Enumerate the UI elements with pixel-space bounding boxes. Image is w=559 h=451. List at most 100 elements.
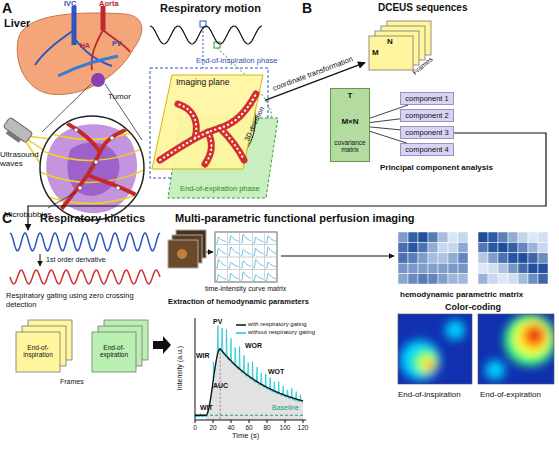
parametric-cell [448, 274, 458, 284]
parametric-cell [428, 242, 438, 252]
node-text: N [387, 37, 393, 46]
text-label: Respiratory motion [160, 2, 261, 15]
parametric-cell [508, 242, 518, 252]
mini-curve [253, 237, 263, 243]
mini-curve [216, 275, 226, 281]
mini-curve [241, 250, 251, 256]
ungated-curve [195, 326, 303, 417]
text-label: WIT [200, 404, 213, 412]
process-box: component 4 [400, 143, 454, 156]
matrix-cell [265, 232, 277, 245]
frame-stack: End-of-expiration [88, 318, 150, 376]
parametric-cell [448, 263, 458, 273]
text-label: 1st order derivative [46, 256, 106, 264]
parametric-cell [448, 242, 458, 252]
node-text: component 1 [401, 95, 453, 104]
text-label: 60 [241, 424, 257, 431]
matrix-cell [252, 245, 264, 258]
mini-curve [266, 236, 276, 243]
parametric-cell [398, 253, 408, 263]
matrix-cell [240, 270, 252, 283]
process-box: component 2 [400, 109, 454, 122]
curve-matrix [215, 232, 277, 282]
parametric-cell [428, 274, 438, 284]
mini-curve [266, 262, 276, 268]
mini-curve [228, 262, 238, 268]
zoom-circle [40, 116, 144, 220]
parametric-cell [488, 274, 498, 284]
mini-curve [228, 273, 238, 280]
parametric-cell [488, 263, 498, 273]
matrix-cell [215, 245, 227, 258]
text-label: 20 [205, 424, 221, 431]
legend-sample [236, 322, 246, 328]
mini-curve [253, 275, 263, 281]
text-label: Baseline [272, 404, 299, 412]
parametric-cell [458, 263, 468, 273]
matrix-cell [240, 232, 252, 245]
parametric-cell [488, 242, 498, 252]
legend-text: with respiratory gating [248, 321, 307, 328]
text-label: Color-coding [445, 302, 501, 312]
parametric-cell [538, 253, 548, 263]
matrix-cell [252, 232, 264, 245]
node-text: M×N [331, 117, 369, 126]
connector [370, 131, 407, 143]
text-label: C [2, 210, 12, 226]
text-label: 120 [295, 424, 311, 431]
matrix-cell [265, 245, 277, 258]
text-label: Multi-parametric functional perfusion im… [175, 212, 415, 225]
text-label: WOT [268, 368, 284, 376]
text-label: HA [80, 42, 90, 50]
node-text: Imaging plane [176, 78, 229, 88]
parametric-cell [428, 263, 438, 273]
tick [267, 420, 268, 423]
tick [285, 420, 286, 423]
frame-stack: MNFrames [365, 18, 437, 80]
mini-curve [216, 248, 226, 255]
text-label: Ultrasound waves [0, 150, 46, 168]
parametric-cell [528, 242, 538, 252]
respiratory-phase-planes [150, 21, 278, 198]
mini-curve [228, 236, 238, 243]
parametric-cell [438, 242, 448, 252]
parametric-cell [498, 263, 508, 273]
parametric-cell [508, 232, 518, 242]
parametric-cell [498, 232, 508, 242]
text-label: hemodynamic parametric matrix [400, 290, 523, 299]
mini-curve [216, 259, 226, 267]
text-label: Respiratory kinetics [40, 212, 145, 225]
matrix-cell [252, 270, 264, 283]
parametric-cell [428, 232, 438, 242]
text-label: 0 [187, 424, 203, 431]
parametric-cell [398, 274, 408, 284]
parametric-cell [398, 263, 408, 273]
text-label: IVC [64, 0, 77, 9]
mini-curve [266, 247, 276, 255]
parametric-cell [478, 263, 488, 273]
node-text: End-of-expiration [93, 344, 135, 359]
matrix-cell [227, 232, 239, 245]
parametric-cell [418, 263, 428, 273]
text-label: Time (s) [232, 432, 259, 441]
node-text: component 4 [401, 146, 453, 155]
parametric-cell [418, 253, 428, 263]
text-label: time-intensity curve matrix [205, 285, 286, 293]
text-label: PV [112, 40, 121, 48]
parametric-cell [408, 242, 418, 252]
matrix-cell [215, 257, 227, 270]
matrix-cell [215, 232, 227, 245]
image-stack [168, 230, 206, 268]
mini-curve [216, 237, 226, 243]
gated-curve [195, 349, 303, 416]
node-text: M [372, 48, 379, 57]
matrix-cell [240, 257, 252, 270]
parametric-cell [398, 242, 408, 252]
text-label: WOR [245, 342, 262, 350]
parametric-cell [408, 232, 418, 242]
parametric-cell [418, 232, 428, 242]
respiratory-kinetics-wave [10, 233, 160, 251]
